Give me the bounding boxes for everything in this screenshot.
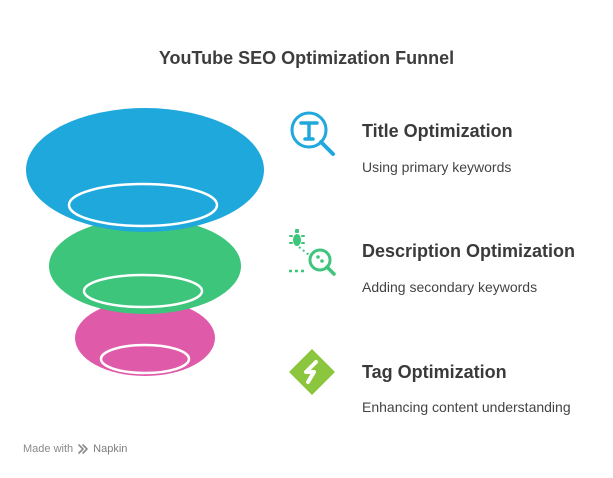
step-2-title: Description Optimization <box>362 241 576 261</box>
step-3-title: Tag Optimization <box>362 362 507 382</box>
step-3-description: Enhancing content understanding <box>362 399 571 415</box>
bug-search-icon <box>289 229 336 276</box>
footer-prefix: Made with <box>23 443 74 455</box>
made-with-napkin-footer[interactable]: Made with Napkin <box>23 443 127 455</box>
napkin-logo-icon <box>78 444 88 454</box>
footer-brand: Napkin <box>93 443 128 455</box>
funnel-layer-1 <box>26 108 264 232</box>
funnel-layer-2 <box>49 218 241 314</box>
step-1-description: Using primary keywords <box>362 159 512 175</box>
step-2-description: Adding secondary keywords <box>362 279 538 295</box>
tag-diamond-icon <box>289 349 335 395</box>
funnel-layer-3 <box>75 300 215 376</box>
title-search-icon <box>290 111 335 156</box>
step-1-title: Title Optimization <box>362 121 513 141</box>
diagram-title: YouTube SEO Optimization Funnel <box>158 48 455 68</box>
